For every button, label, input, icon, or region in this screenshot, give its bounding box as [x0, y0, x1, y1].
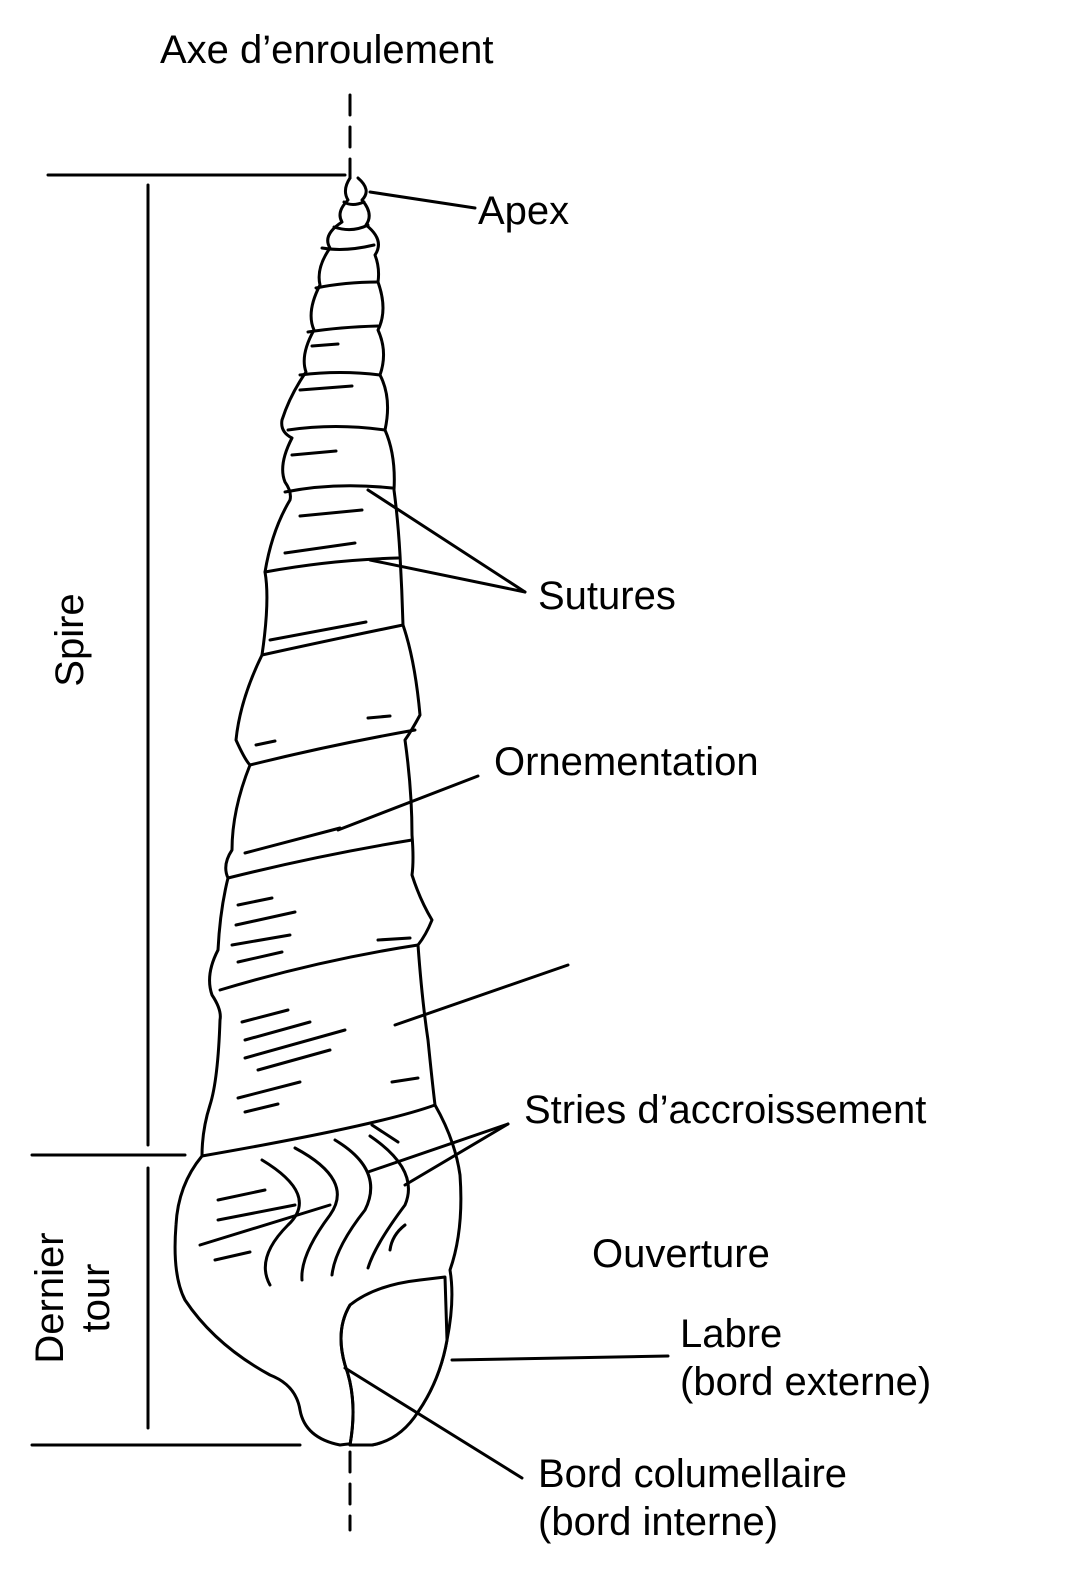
stries-label: Stries d’accroissement: [524, 1088, 927, 1132]
dernier-tour-label-line1: Dernier: [28, 1232, 72, 1364]
leader-lines: [336, 190, 670, 1480]
dernier-tour-label-line2: tour: [74, 1263, 118, 1333]
ornementation-label: Ornementation: [494, 740, 759, 784]
columellaire-label-line2: (bord interne): [538, 1500, 779, 1544]
labre-label-line1: Labre: [680, 1312, 783, 1356]
axis-label: Axe d’enroulement: [160, 28, 494, 72]
columellaire-label-line1: Bord columellaire: [538, 1452, 848, 1496]
spire-label: Spire: [48, 593, 92, 687]
labre-label: Labre (bord externe): [680, 1310, 931, 1406]
shell-outline: [173, 176, 463, 1447]
apex-label: Apex: [478, 189, 570, 233]
sutures-label: Sutures: [538, 574, 676, 618]
columellaire-label: Bord columellaire (bord interne): [538, 1450, 847, 1546]
ornamentation-marks: [198, 342, 420, 1262]
labre-label-line2: (bord externe): [680, 1360, 932, 1404]
dernier-tour-label: Dernier tour: [27, 1232, 119, 1363]
growth-striae: [260, 1123, 410, 1287]
ouverture-label: Ouverture: [592, 1232, 770, 1276]
dimension-brackets: [30, 173, 347, 1447]
